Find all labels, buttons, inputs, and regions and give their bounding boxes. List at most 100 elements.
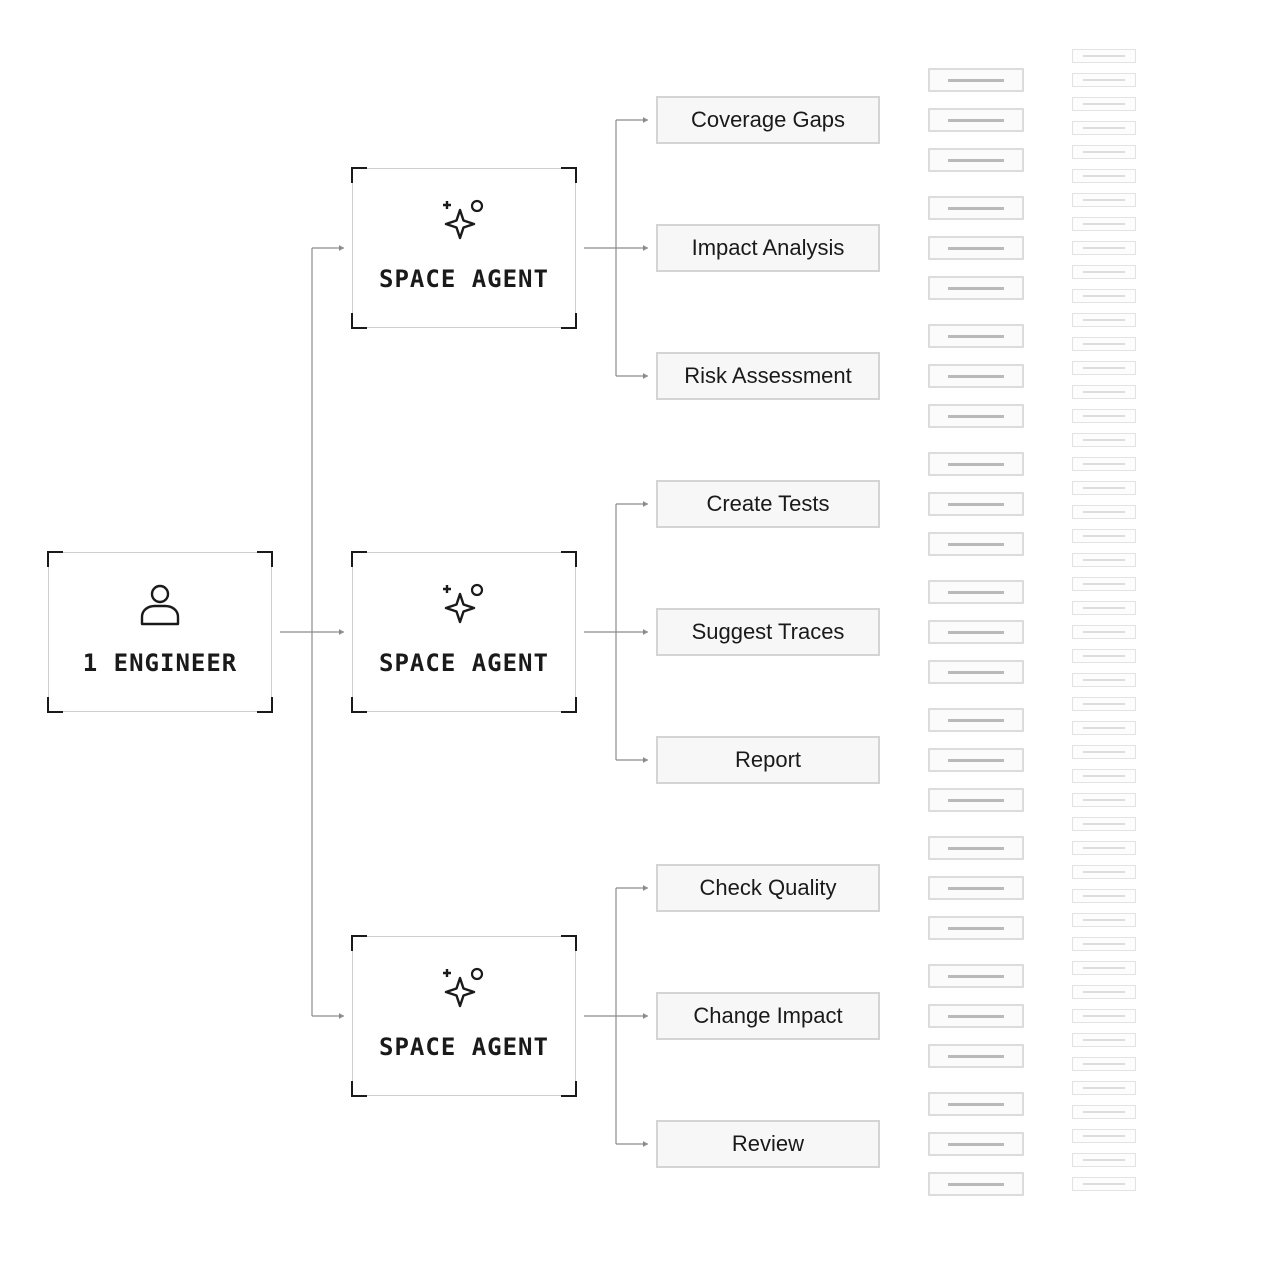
placeholder-mini <box>1072 985 1136 999</box>
placeholder-chip <box>928 580 1024 604</box>
placeholder-mini <box>1072 841 1136 855</box>
placeholder-mini <box>1072 73 1136 87</box>
sparkle-icon <box>442 583 486 627</box>
placeholder-mini <box>1072 241 1136 255</box>
placeholder-mini <box>1072 913 1136 927</box>
placeholder-mini <box>1072 529 1136 543</box>
arrowhead <box>643 1013 648 1019</box>
placeholder-chip <box>928 492 1024 516</box>
placeholder-chip <box>928 916 1024 940</box>
engineer-label: 1 ENGINEER <box>82 649 238 677</box>
placeholder-mini <box>1072 961 1136 975</box>
placeholder-chip <box>928 404 1024 428</box>
placeholder-mini <box>1072 625 1136 639</box>
arrowhead <box>643 245 648 251</box>
task-box: Change Impact <box>656 992 880 1040</box>
placeholder-chip <box>928 148 1024 172</box>
sparkle-icon <box>442 199 486 243</box>
placeholder-mini <box>1072 97 1136 111</box>
placeholder-chip <box>928 836 1024 860</box>
placeholder-chip <box>928 196 1024 220</box>
agent-node-1: SPACE AGENT <box>351 167 577 329</box>
placeholder-chip <box>928 708 1024 732</box>
placeholder-mini <box>1072 577 1136 591</box>
placeholder-mini <box>1072 49 1136 63</box>
placeholder-mini <box>1072 601 1136 615</box>
placeholder-chip <box>928 788 1024 812</box>
agent-node-3: SPACE AGENT <box>351 935 577 1097</box>
arrowhead <box>643 629 648 635</box>
placeholder-mini <box>1072 145 1136 159</box>
agent-label: SPACE AGENT <box>379 649 549 677</box>
person-icon <box>138 583 182 627</box>
arrowhead <box>643 117 648 123</box>
task-box: Create Tests <box>656 480 880 528</box>
placeholder-chip <box>928 660 1024 684</box>
placeholder-mini <box>1072 937 1136 951</box>
task-box: Coverage Gaps <box>656 96 880 144</box>
engineer-node: 1 ENGINEER <box>47 551 273 713</box>
placeholder-mini <box>1072 265 1136 279</box>
placeholder-mini <box>1072 385 1136 399</box>
placeholder-mini <box>1072 1081 1136 1095</box>
placeholder-chip <box>928 620 1024 644</box>
placeholder-mini <box>1072 817 1136 831</box>
arrowhead <box>339 629 344 635</box>
arrowhead <box>643 757 648 763</box>
placeholder-mini <box>1072 673 1136 687</box>
placeholder-mini <box>1072 553 1136 567</box>
placeholder-chip <box>928 108 1024 132</box>
placeholder-chip <box>928 276 1024 300</box>
placeholder-mini <box>1072 1129 1136 1143</box>
agent-label: SPACE AGENT <box>379 265 549 293</box>
sparkle-icon <box>442 967 486 1011</box>
placeholder-mini <box>1072 793 1136 807</box>
placeholder-mini <box>1072 1105 1136 1119</box>
placeholder-mini <box>1072 1153 1136 1167</box>
placeholder-chip <box>928 532 1024 556</box>
placeholder-chip <box>928 1004 1024 1028</box>
arrowhead <box>339 1013 344 1019</box>
placeholder-chip <box>928 876 1024 900</box>
agent-label: SPACE AGENT <box>379 1033 549 1061</box>
placeholder-chip <box>928 748 1024 772</box>
task-box: Risk Assessment <box>656 352 880 400</box>
task-box: Check Quality <box>656 864 880 912</box>
placeholder-mini <box>1072 361 1136 375</box>
placeholder-chip <box>928 1092 1024 1116</box>
placeholder-chip <box>928 1132 1024 1156</box>
placeholder-chip <box>928 324 1024 348</box>
placeholder-mini <box>1072 121 1136 135</box>
placeholder-mini <box>1072 409 1136 423</box>
placeholder-mini <box>1072 433 1136 447</box>
placeholder-mini <box>1072 889 1136 903</box>
agent-node-2: SPACE AGENT <box>351 551 577 713</box>
arrowhead <box>643 501 648 507</box>
arrowhead <box>643 373 648 379</box>
placeholder-mini <box>1072 193 1136 207</box>
placeholder-chip <box>928 1172 1024 1196</box>
placeholder-mini <box>1072 313 1136 327</box>
placeholder-mini <box>1072 697 1136 711</box>
placeholder-mini <box>1072 649 1136 663</box>
placeholder-chip <box>928 236 1024 260</box>
placeholder-mini <box>1072 1057 1136 1071</box>
placeholder-mini <box>1072 721 1136 735</box>
task-box: Report <box>656 736 880 784</box>
placeholder-chip <box>928 964 1024 988</box>
placeholder-mini <box>1072 217 1136 231</box>
placeholder-mini <box>1072 1033 1136 1047</box>
placeholder-mini <box>1072 1009 1136 1023</box>
arrowhead <box>643 885 648 891</box>
placeholder-mini <box>1072 337 1136 351</box>
arrowhead <box>643 1141 648 1147</box>
placeholder-chip <box>928 364 1024 388</box>
placeholder-mini <box>1072 457 1136 471</box>
task-box: Review <box>656 1120 880 1168</box>
placeholder-chip <box>928 1044 1024 1068</box>
placeholder-mini <box>1072 505 1136 519</box>
task-box: Impact Analysis <box>656 224 880 272</box>
placeholder-chip <box>928 68 1024 92</box>
